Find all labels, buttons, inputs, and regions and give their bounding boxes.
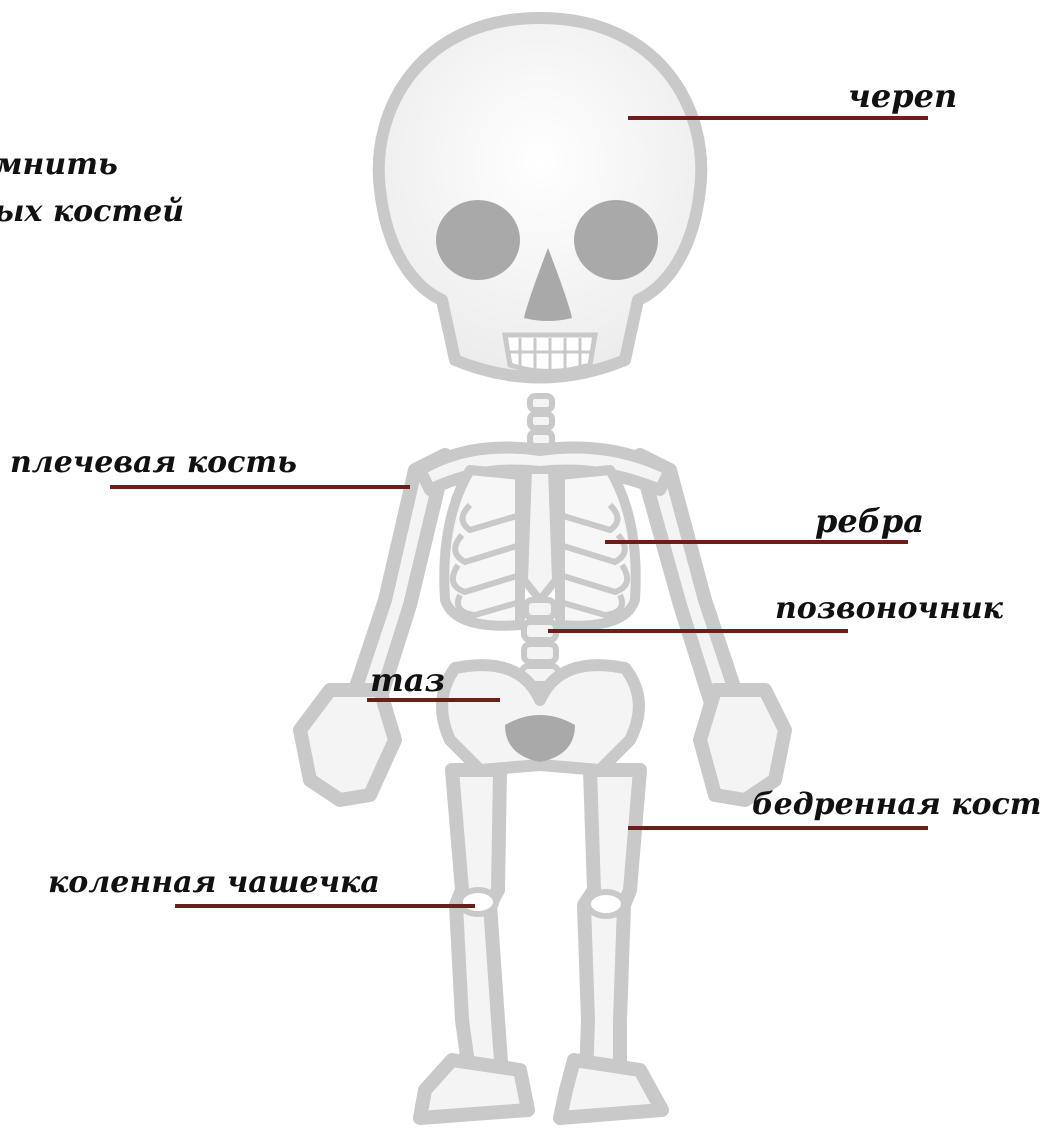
right-leg	[560, 770, 662, 1118]
left-kneecap	[460, 890, 496, 914]
label-pelvis: таз	[370, 664, 445, 696]
right-kneecap	[588, 892, 624, 916]
skull	[379, 18, 701, 378]
label-femur: бедренная кость	[752, 790, 1040, 820]
right-eye-socket	[574, 200, 658, 280]
neck	[530, 396, 552, 446]
right-arm	[640, 455, 785, 800]
left-eye-socket	[436, 200, 520, 280]
sternum	[524, 470, 556, 600]
label-kneecap: коленная чашечка	[48, 868, 380, 898]
label-spine: позвоночник	[775, 594, 1003, 624]
label-skull: череп	[848, 80, 957, 112]
label-ribs: ребра	[815, 505, 924, 537]
left-leg	[420, 770, 528, 1118]
intro-line-1: мнить	[0, 150, 118, 180]
label-humerus: плечевая кость	[10, 448, 297, 478]
left-arm	[300, 455, 445, 800]
intro-line-2: ых костей	[0, 197, 184, 227]
